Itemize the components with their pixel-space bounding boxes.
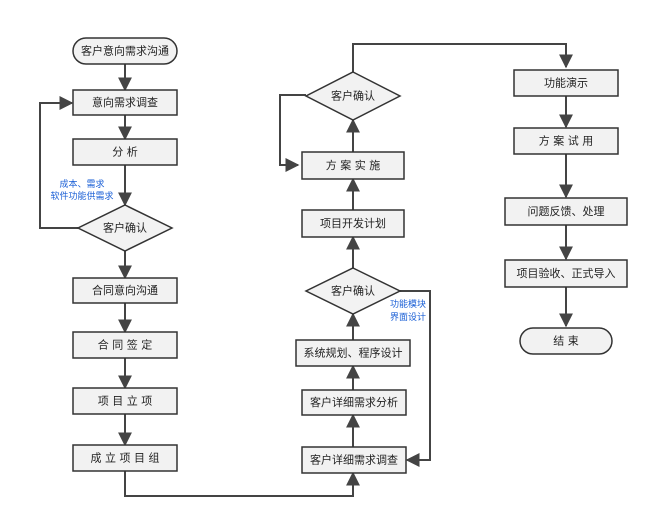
analysis-box [72,138,178,166]
note-mid-line1: 功能模块 [390,298,426,310]
team-box [72,444,178,472]
end-node-box [519,327,613,355]
implement-label: 方 案 实 施 [326,158,381,172]
confirm-top-label: 客户确认 [331,89,375,103]
confirm-mid-diamond [304,267,402,315]
system-plan-label: 系统规划、程序设计 [304,346,403,360]
note-left-line2: 软件功能供需求 [50,190,113,202]
confirm-diamond [76,204,174,252]
feedback-box [504,197,628,226]
detail-analysis-box [301,389,407,416]
cross-column-connector [352,43,573,72]
cross-column-connector [124,471,360,497]
confirm-label: 客户确认 [103,221,147,235]
detail-survey-box [301,446,407,474]
confirm-mid-label: 客户确认 [331,284,375,298]
contract-talk-label: 合同意向沟通 [92,283,158,297]
start-node-box [72,37,178,65]
survey-label: 意向需求调查 [92,95,158,109]
detail-survey-label: 客户详细需求调查 [310,453,398,467]
sign-label: 合 同 签 定 [98,338,153,352]
analysis-label: 分 析 [112,145,138,159]
team-label: 成 立 项 目 组 [91,451,160,465]
loop-back-connector [39,96,78,229]
setup-label: 项 目 立 项 [98,394,153,408]
acceptance-box [504,259,628,288]
detail-analysis-label: 客户详细需求分析 [310,395,398,409]
setup-box [72,387,178,415]
system-plan-box [295,339,411,367]
acceptance-label: 项目验收、正式导入 [517,266,616,280]
end-label: 结 束 [553,335,579,348]
note-left-line1: 成本、需求 [59,178,104,190]
loop-back-connector [400,290,431,467]
contract-talk-box [72,277,178,304]
demo-label: 功能演示 [544,76,588,90]
dev-plan-box [301,209,405,238]
dev-plan-label: 项目开发计划 [320,216,386,230]
trial-label: 方 案 试 用 [539,134,594,148]
survey-box [72,89,178,116]
implement-box [301,151,405,180]
note-mid-line2: 界面设计 [390,311,426,323]
start-label: 客户意向需求沟通 [81,44,169,58]
sign-box [72,331,178,359]
confirm-top-diamond [304,71,402,121]
feedback-label: 问题反馈、处理 [528,205,605,218]
demo-box [513,69,619,97]
loop-back-connector [279,94,306,172]
trial-box [513,127,619,155]
